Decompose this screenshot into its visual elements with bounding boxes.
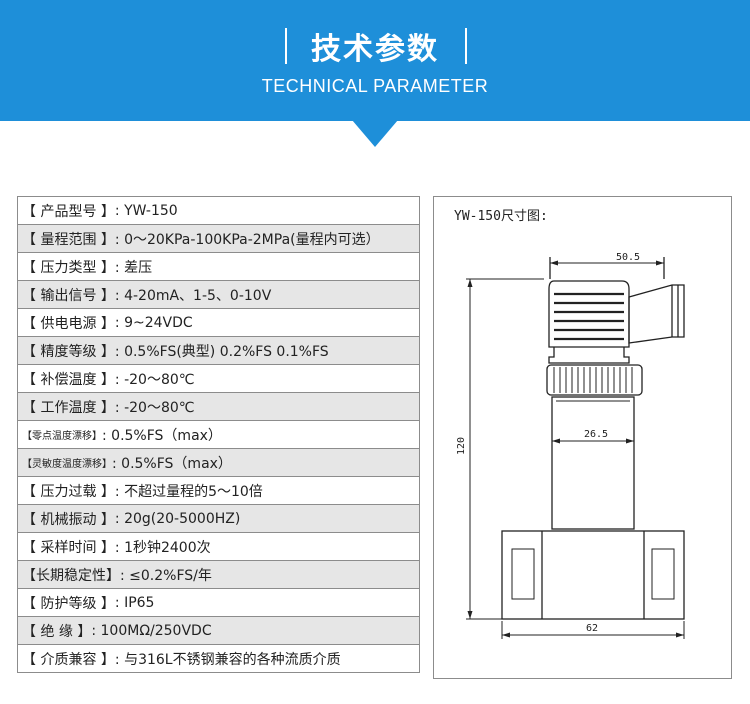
dimension-drawing-panel: YW-150尺寸图: — [433, 196, 732, 679]
knurled-nut — [546, 364, 643, 396]
param-value: : -20～80℃ — [114, 371, 195, 388]
table-row: 【 工作温度 】: -20～80℃ — [17, 393, 420, 421]
param-value: : IP65 — [114, 594, 155, 611]
param-label: 【 防护等级 】 — [22, 595, 115, 612]
param-value: : 9~24VDC — [114, 314, 193, 331]
page-title: 技术参数 — [311, 32, 439, 67]
param-label: 【 产品型号 】 — [22, 203, 115, 220]
table-row: 【 补偿温度 】: -20～80℃ — [17, 365, 420, 393]
param-value: : 0.5%FS（max） — [112, 455, 232, 472]
param-label: 【长期稳定性】 — [22, 567, 120, 584]
param-value: : 0.5%FS（max） — [102, 427, 222, 444]
table-row: 【 介质兼容 】: 与316L不锈钢兼容的各种流质介质 — [17, 645, 420, 673]
table-row: 【 输出信号 】: 4-20mA、1-5、0-10V — [17, 281, 420, 309]
base-block — [501, 530, 685, 620]
param-label: 【 量程范围 】 — [22, 231, 115, 248]
table-row: 【长期稳定性】: ≤0.2%FS/年 — [17, 561, 420, 589]
drawing-title: YW-150尺寸图: — [454, 209, 548, 224]
table-row: 【 供电电源 】: 9~24VDC — [17, 309, 420, 337]
sensor-body — [551, 396, 635, 530]
param-value: : 差压 — [114, 259, 153, 276]
connector-head — [548, 280, 630, 348]
param-value: : 4-20mA、1-5、0-10V — [114, 287, 272, 304]
param-value: : 0.5%FS(典型) 0.2%FS 0.1%FS — [114, 343, 329, 360]
param-label: 【 输出信号 】 — [22, 287, 115, 304]
param-value: : 不超过量程的5～10倍 — [114, 483, 263, 500]
param-value: : 与316L不锈钢兼容的各种流质介质 — [114, 651, 341, 668]
param-label: 【 补偿温度 】 — [22, 371, 115, 388]
table-row: 【 压力过载 】: 不超过量程的5～10倍 — [17, 477, 420, 505]
parameter-table: 【 产品型号 】: YW-150【 量程范围 】: 0～20KPa-100KPa… — [17, 196, 420, 673]
page-subtitle: TECHNICAL PARAMETER — [261, 76, 489, 96]
param-label: 【 供电电源 】 — [22, 315, 115, 332]
table-row: 【 采样时间 】: 1秒钟2400次 — [17, 533, 420, 561]
title-left-bar — [285, 28, 287, 64]
header-banner — [0, 0, 750, 121]
param-value: : 1秒钟2400次 — [114, 539, 211, 556]
param-label: 【 绝 缘 】 — [22, 623, 92, 640]
param-label: 【 采样时间 】 — [22, 539, 115, 556]
table-row: 【灵敏度温度漂移】: 0.5%FS（max） — [17, 449, 420, 477]
dimension-drawing: 50.5 26.5 120 62 — [456, 252, 685, 639]
table-row: 【 量程范围 】: 0～20KPa-100KPa-2MPa(量程内可选） — [17, 225, 420, 253]
table-row: 【 精度等级 】: 0.5%FS(典型) 0.2%FS 0.1%FS — [17, 337, 420, 365]
table-row: 【 机械振动 】: 20g(20-5000HZ) — [17, 505, 420, 533]
table-row: 【零点温度漂移】: 0.5%FS（max） — [17, 421, 420, 449]
param-label: 【 压力类型 】 — [22, 259, 115, 276]
table-row: 【 压力类型 】: 差压 — [17, 253, 420, 281]
table-row: 【 防护等级 】: IP65 — [17, 589, 420, 617]
dim-label-height: 120 — [456, 437, 467, 455]
param-label: 【 精度等级 】 — [22, 343, 115, 360]
param-value: : 20g(20-5000HZ) — [114, 510, 241, 527]
param-label: 【零点温度漂移】 — [22, 431, 102, 442]
table-row: 【 绝 缘 】: 100MΩ/250VDC — [17, 617, 420, 645]
banner-arrow-decoration — [352, 120, 398, 147]
param-value: : YW-150 — [114, 202, 178, 219]
param-label: 【 机械振动 】 — [22, 511, 115, 528]
dim-label-top-width: 50.5 — [616, 252, 640, 263]
param-value: : ≤0.2%FS/年 — [120, 567, 212, 584]
dim-label-base-width: 62 — [586, 623, 598, 634]
param-label: 【 工作温度 】 — [22, 399, 115, 416]
dim-label-body-width: 26.5 — [584, 429, 608, 440]
table-row: 【 产品型号 】: YW-150 — [17, 197, 420, 225]
param-label: 【 介质兼容 】 — [22, 651, 115, 668]
title-right-bar — [465, 28, 467, 64]
param-value: : 100MΩ/250VDC — [91, 622, 212, 639]
param-label: 【灵敏度温度漂移】 — [22, 459, 112, 470]
param-label: 【 压力过载 】 — [22, 483, 115, 500]
param-value: : -20～80℃ — [114, 399, 195, 416]
param-value: : 0～20KPa-100KPa-2MPa(量程内可选） — [114, 231, 380, 248]
cable-gland — [628, 284, 685, 344]
